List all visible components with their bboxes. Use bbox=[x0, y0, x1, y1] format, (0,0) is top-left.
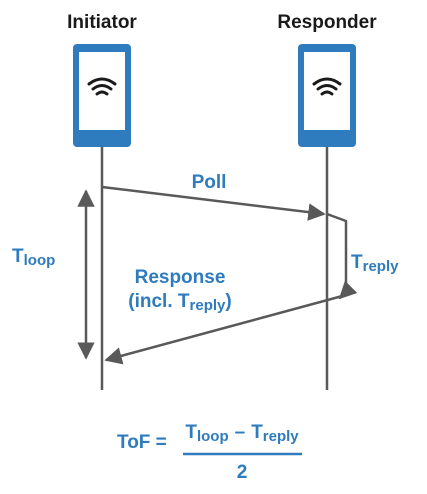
formula-lhs: ToF = bbox=[117, 432, 167, 453]
wifi-icon bbox=[312, 77, 342, 96]
poll-label: Poll bbox=[192, 172, 227, 193]
treply-bracket bbox=[326, 212, 358, 300]
wifi-icon bbox=[87, 77, 117, 96]
responder-label: Responder bbox=[277, 12, 377, 33]
tof-formula: ToF = Tloop–Treply 2 bbox=[117, 422, 302, 483]
response-label-line1: Response bbox=[135, 267, 226, 288]
tloop-label: Tloop bbox=[12, 246, 55, 269]
poll-arrow bbox=[101, 185, 326, 221]
initiator-label: Initiator bbox=[67, 12, 137, 33]
formula-numerator: Tloop–Treply bbox=[185, 422, 299, 445]
responder-phone-icon bbox=[298, 44, 356, 147]
initiator-phone-icon bbox=[73, 44, 131, 147]
treply-label: Treply bbox=[351, 252, 399, 275]
response-label-line2: (incl. Treply) bbox=[128, 291, 231, 314]
response-arrow bbox=[104, 293, 347, 365]
formula-denominator: 2 bbox=[237, 462, 248, 483]
